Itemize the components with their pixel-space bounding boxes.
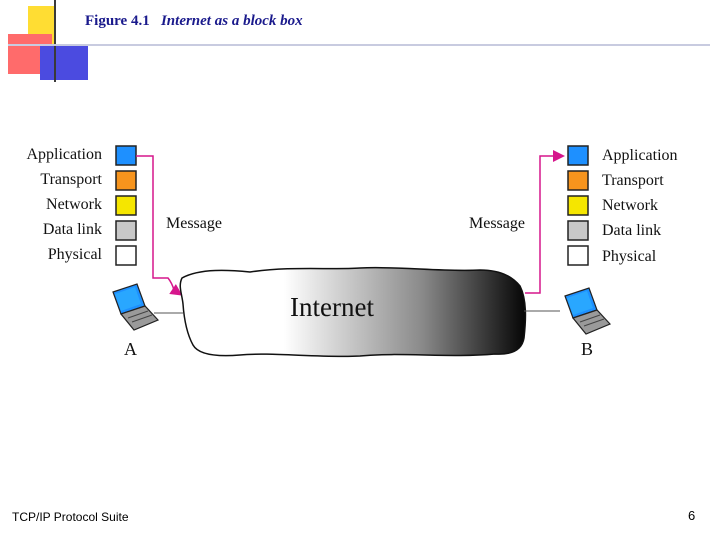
footer-course-title: TCP/IP Protocol Suite [12,510,129,524]
left-layer-label: Data link [43,221,102,238]
right-application-box [567,145,589,166]
right-layer-label: Network [602,197,658,214]
right-layer-transport: Transport [567,170,664,191]
right-layer-label: Physical [602,248,657,265]
right-layer-label: Application [602,147,678,164]
right-message-label: Message [469,215,525,232]
right-message-arrow [525,150,565,294]
left-application-box [115,145,137,166]
internet-cloud [179,266,527,358]
host-a-label: A [124,339,137,359]
internet-label: Internet [290,292,374,322]
figure-label: Figure 4.1 [85,13,150,29]
right-protocol-stack: Application Transport Network Data link … [567,145,678,266]
right-transport-box [567,170,589,191]
left-transport-box [115,170,137,191]
left-layer-transport: Transport [40,170,137,191]
left-layer-application: Application [26,145,137,166]
left-message-label: Message [166,215,222,232]
right-physical-box [567,245,589,266]
laptop-a-icon [112,283,160,331]
host-b-label: B [581,339,593,359]
page-number: 6 [688,508,696,523]
right-network-box [567,195,589,216]
right-layer-physical: Physical [567,245,657,266]
corner-vertical-line [54,0,56,82]
left-layer-network: Network [46,195,137,216]
left-layer-label: Application [26,146,102,163]
left-protocol-stack: Application Transport Network Data link … [26,145,137,266]
figure-caption: Internet as a block box [160,13,303,29]
left-network-box [115,195,137,216]
corner-blue-square [40,44,88,80]
left-message-arrow [136,155,183,296]
left-layer-physical: Physical [48,245,137,266]
left-physical-box [115,245,137,266]
left-datalink-box [115,220,137,241]
right-datalink-box [567,220,589,241]
laptop-b-icon [564,287,612,335]
right-layer-label: Data link [602,222,661,239]
left-layer-label: Transport [40,171,102,188]
figure-title: Figure 4.1 Internet as a block box [85,13,303,30]
left-layer-label: Network [46,196,102,213]
right-layer-datalink: Data link [567,220,661,241]
right-layer-label: Transport [602,172,664,189]
right-layer-application: Application [567,145,678,166]
left-layer-label: Physical [48,246,103,263]
header-rule [8,44,710,46]
left-layer-datalink: Data link [43,220,137,241]
right-layer-network: Network [567,195,658,216]
